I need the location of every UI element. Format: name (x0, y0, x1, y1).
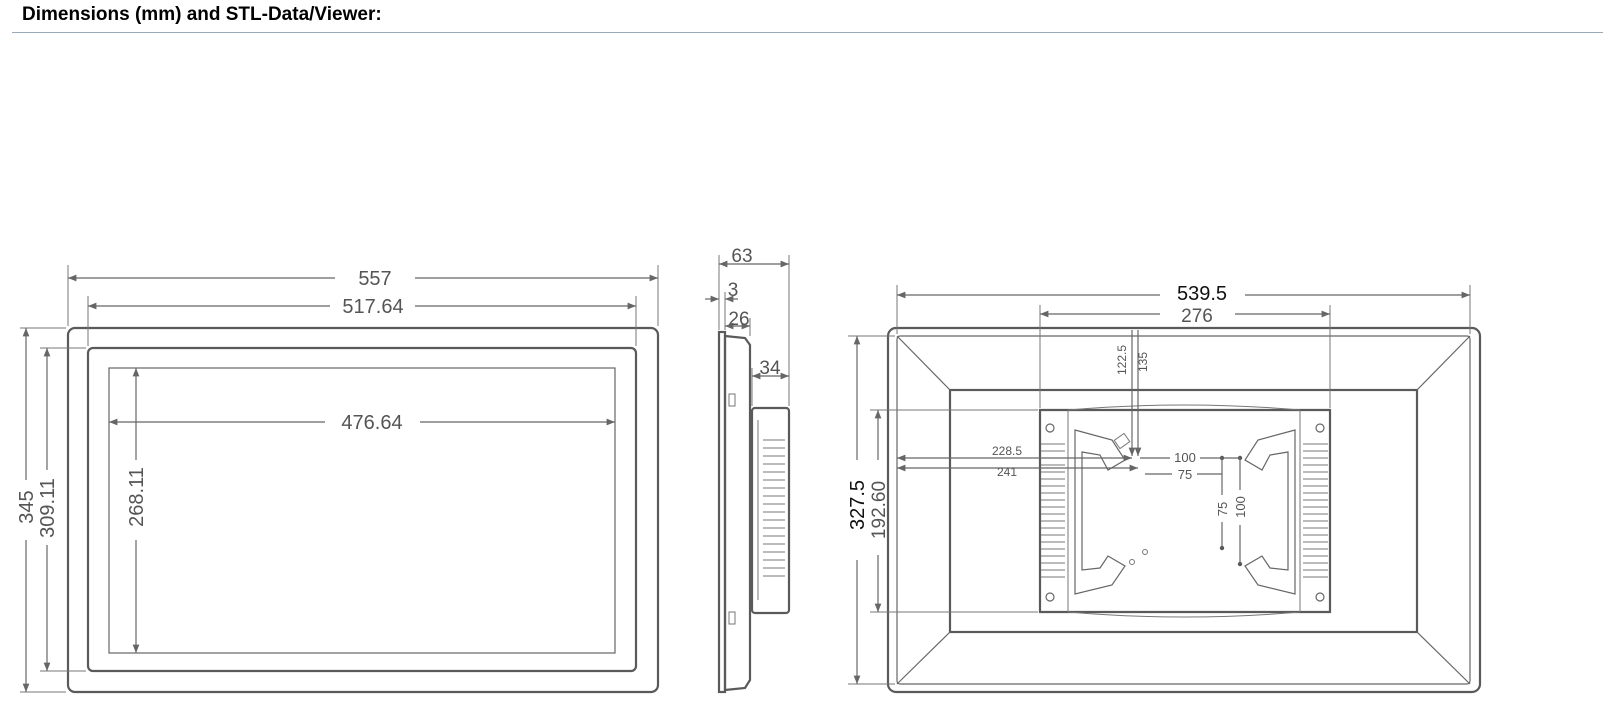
side-view: 63 3 26 34 (705, 246, 791, 694)
rear-mount-width-label: 276 (1181, 306, 1213, 327)
front-width-bezel-label: 517.64 (342, 296, 403, 318)
rear-vesa-h-large-label: 100 (1174, 450, 1196, 465)
rear-view: 539.5 276 327.5 192.60 122.5 135 228.5 2… (847, 283, 1482, 694)
side-fins (763, 439, 785, 577)
rear-recess (948, 388, 1419, 634)
front-height-bezel-label: 309.11 (37, 478, 59, 538)
front-width-overall-label: 557 (358, 268, 391, 290)
rear-handle-right (1244, 429, 1296, 595)
rear-top-offset-1-label: 122.5 (1115, 345, 1129, 375)
rear-vesa-v-large-label: 100 (1233, 496, 1248, 518)
page-heading: Dimensions (mm) and STL-Data/Viewer: (22, 4, 382, 25)
rear-mount-plate (1038, 408, 1332, 614)
side-back-box (750, 406, 791, 615)
side-body-depth-label: 26 (728, 309, 749, 330)
heading-divider (12, 32, 1603, 33)
side-body (723, 334, 752, 692)
front-outer-frame (66, 326, 660, 694)
rear-left-offset-2-label: 241 (997, 465, 1017, 479)
side-back-box-depth-label: 34 (759, 358, 781, 379)
front-width-active-label: 476.64 (341, 412, 402, 434)
rear-width-overall-label: 539.5 (1177, 283, 1227, 305)
rear-outer-frame (886, 326, 1482, 694)
side-bezel-depth-label: 3 (728, 280, 739, 301)
front-height-active-label: 268.11 (126, 467, 148, 527)
side-depth-total-label: 63 (731, 246, 752, 267)
rear-height-overall-label: 327.5 (847, 480, 869, 530)
rear-vesa-h-small-label: 75 (1178, 467, 1192, 482)
rear-top-offset-2-label: 135 (1136, 352, 1150, 372)
rear-left-offset-1-label: 228.5 (992, 444, 1022, 458)
rear-handle-left (1074, 429, 1126, 595)
rear-inner-frame (896, 335, 1471, 685)
front-view: 557 517.64 476.64 345 309.11 268.11 (16, 265, 660, 694)
front-active-area (108, 367, 616, 654)
rear-vesa-v-small-label: 75 (1215, 502, 1230, 516)
front-bezel (86, 346, 638, 673)
rear-mount-height-label: 192.60 (869, 481, 890, 539)
front-height-overall-label: 345 (16, 490, 38, 523)
